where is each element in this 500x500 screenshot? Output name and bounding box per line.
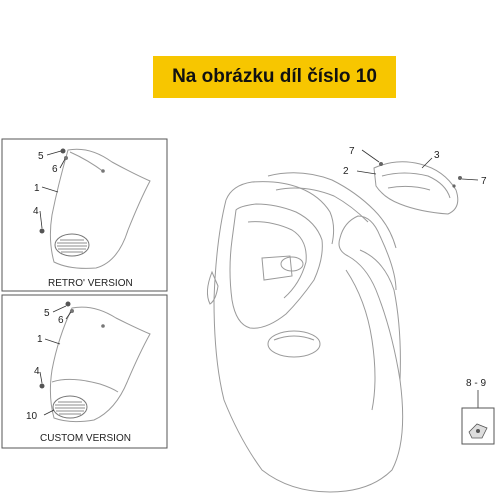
small-part-clip: 8 - 9 — [461, 378, 495, 445]
retro-grille — [54, 233, 90, 257]
small-part-frame — [461, 407, 495, 445]
banner-text: Na obrázku díl číslo 10 — [172, 66, 377, 87]
cover-ridge — [381, 172, 451, 199]
retro-windshield-edge — [69, 151, 105, 173]
upper-glovebox-cover — [373, 161, 459, 215]
custom-grille — [52, 395, 88, 419]
shield-outline — [213, 199, 404, 493]
main-callout-3: 3 — [434, 150, 440, 161]
retro-caption: RETRO' VERSION — [48, 278, 133, 289]
custom-panel: 5 6 1 4 10 CUSTOM VERSION — [1, 294, 168, 449]
custom-screw-4 — [39, 383, 45, 389]
custom-callout-10: 10 — [26, 411, 38, 422]
horn-grille-detail — [273, 335, 315, 341]
main-callout-7-right: 7 — [481, 176, 487, 187]
custom-panel-frame — [1, 294, 168, 449]
legshield-backplate — [267, 172, 397, 249]
custom-grille-slats — [55, 401, 85, 415]
cover-screw-left — [379, 162, 383, 166]
retro-windshield — [49, 148, 151, 269]
shield-side-left — [206, 270, 219, 305]
shield-side-rim — [359, 249, 401, 381]
backplate-inner-line — [275, 187, 369, 223]
shield-side-right — [345, 269, 376, 411]
front-shield-assembly: 7 2 3 7 — [206, 146, 487, 493]
glovebox-inner-edge — [247, 221, 307, 299]
custom-callout-5: 5 — [44, 308, 50, 319]
custom-callout-6: 6 — [58, 315, 64, 326]
title-banner: Na obrázku díl číslo 10 — [153, 56, 396, 98]
main-callout-7-left: 7 — [349, 146, 355, 157]
glovebox-compartment — [261, 255, 293, 281]
cover-washer-right — [452, 184, 456, 188]
custom-fixing-point — [101, 324, 105, 328]
cover-screw-right — [458, 176, 462, 180]
main-callout-2: 2 — [343, 166, 349, 177]
retro-screw-5 — [60, 148, 66, 154]
retro-callout-4: 4 — [33, 206, 39, 217]
retro-fixing-point — [101, 169, 105, 173]
key-lock-area — [280, 256, 304, 272]
clip-hole — [476, 429, 480, 433]
retro-panel: 5 6 1 4 RETRO' VERSION — [1, 138, 168, 292]
custom-trim — [51, 378, 119, 393]
horn-grille — [267, 330, 321, 358]
retro-callout-6: 6 — [52, 164, 58, 175]
retro-callout-5: 5 — [38, 151, 44, 162]
custom-callout-1: 1 — [37, 334, 43, 345]
custom-windshield — [49, 306, 151, 423]
retro-grille-slats — [57, 239, 87, 253]
cover-ridge-lower — [387, 185, 431, 191]
retro-screw-4 — [39, 228, 45, 234]
custom-screw-5 — [65, 301, 71, 307]
custom-caption: CUSTOM VERSION — [40, 433, 131, 444]
glovebox-opening — [229, 203, 323, 329]
small-part-label: 8 - 9 — [466, 378, 486, 389]
custom-callout-4: 4 — [34, 366, 40, 377]
retro-callout-1: 1 — [34, 183, 40, 194]
retro-panel-frame — [1, 138, 168, 292]
